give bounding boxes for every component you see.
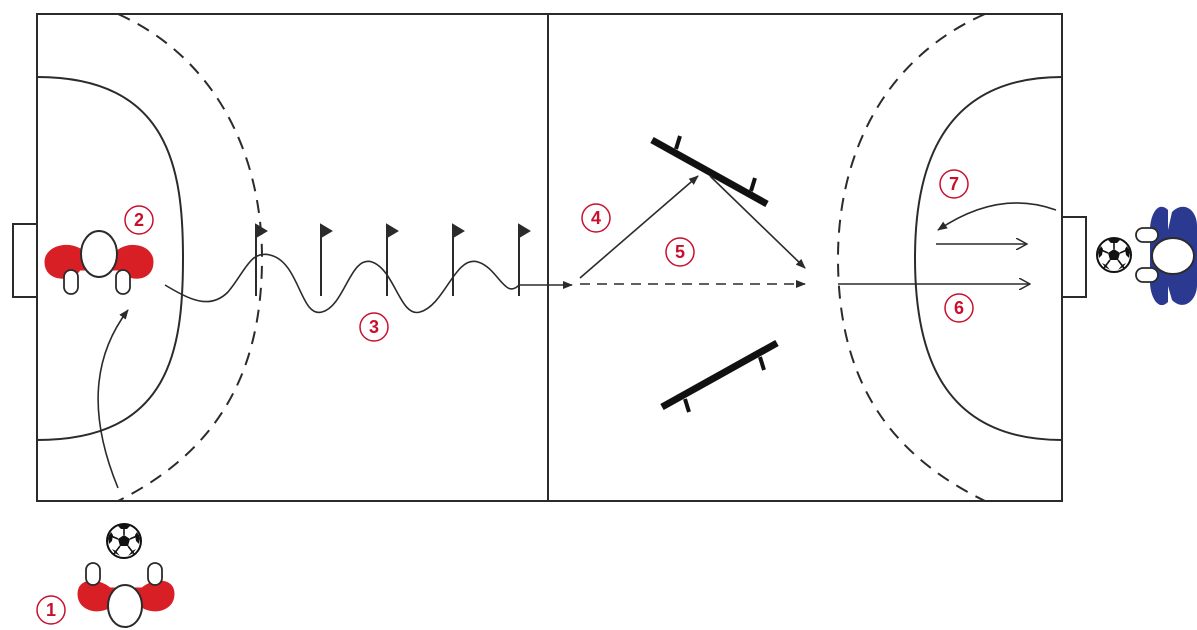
dribble-path xyxy=(164,253,520,314)
pitch xyxy=(12,13,1087,502)
step-marker-4: 4 xyxy=(581,203,611,233)
flag-icon xyxy=(452,223,465,296)
rebound-arrow xyxy=(709,175,806,269)
ball-icon xyxy=(106,523,142,559)
left-goal xyxy=(12,223,37,298)
step-number: 7 xyxy=(949,174,959,194)
flag-icon xyxy=(386,223,399,296)
step-marker-5: 5 xyxy=(665,237,695,267)
step-number: 3 xyxy=(369,317,379,337)
player-red-start xyxy=(77,562,175,628)
step-marker-6: 6 xyxy=(944,293,974,323)
player-red-dribbler xyxy=(44,230,154,295)
step-number: 6 xyxy=(954,298,964,318)
right-goal xyxy=(1062,216,1087,298)
step-marker-1: 1 xyxy=(36,595,66,625)
rebound-board-icon xyxy=(650,135,769,208)
right-penalty-area xyxy=(913,76,1063,441)
left-penalty-area xyxy=(36,76,185,441)
step-marker-3: 3 xyxy=(359,312,389,342)
player-blue-opponent xyxy=(1135,206,1197,306)
flags xyxy=(255,223,531,296)
step-number: 4 xyxy=(591,208,601,228)
step-number: 5 xyxy=(675,242,685,262)
run-arrow xyxy=(97,309,129,489)
ball-icon xyxy=(1096,237,1132,273)
blue-curve-arrow xyxy=(937,202,1057,231)
pitch-outline xyxy=(36,13,1063,502)
step-marker-2: 2 xyxy=(124,205,154,235)
step-number: 2 xyxy=(134,210,144,230)
step-number: 1 xyxy=(46,600,56,620)
flag-icon xyxy=(255,223,268,296)
movement-paths xyxy=(97,175,1057,489)
flag-icon xyxy=(518,223,531,296)
rebound-board-icon xyxy=(660,339,779,413)
rebound-boards xyxy=(650,135,779,413)
pass-arrow xyxy=(579,175,699,279)
flag-icon xyxy=(320,223,333,296)
step-marker-7: 7 xyxy=(939,169,969,199)
left-dashed-arc xyxy=(117,13,264,502)
right-dashed-arc xyxy=(836,13,986,502)
step-labels: 1 2 3 4 5 6 7 xyxy=(36,169,974,625)
